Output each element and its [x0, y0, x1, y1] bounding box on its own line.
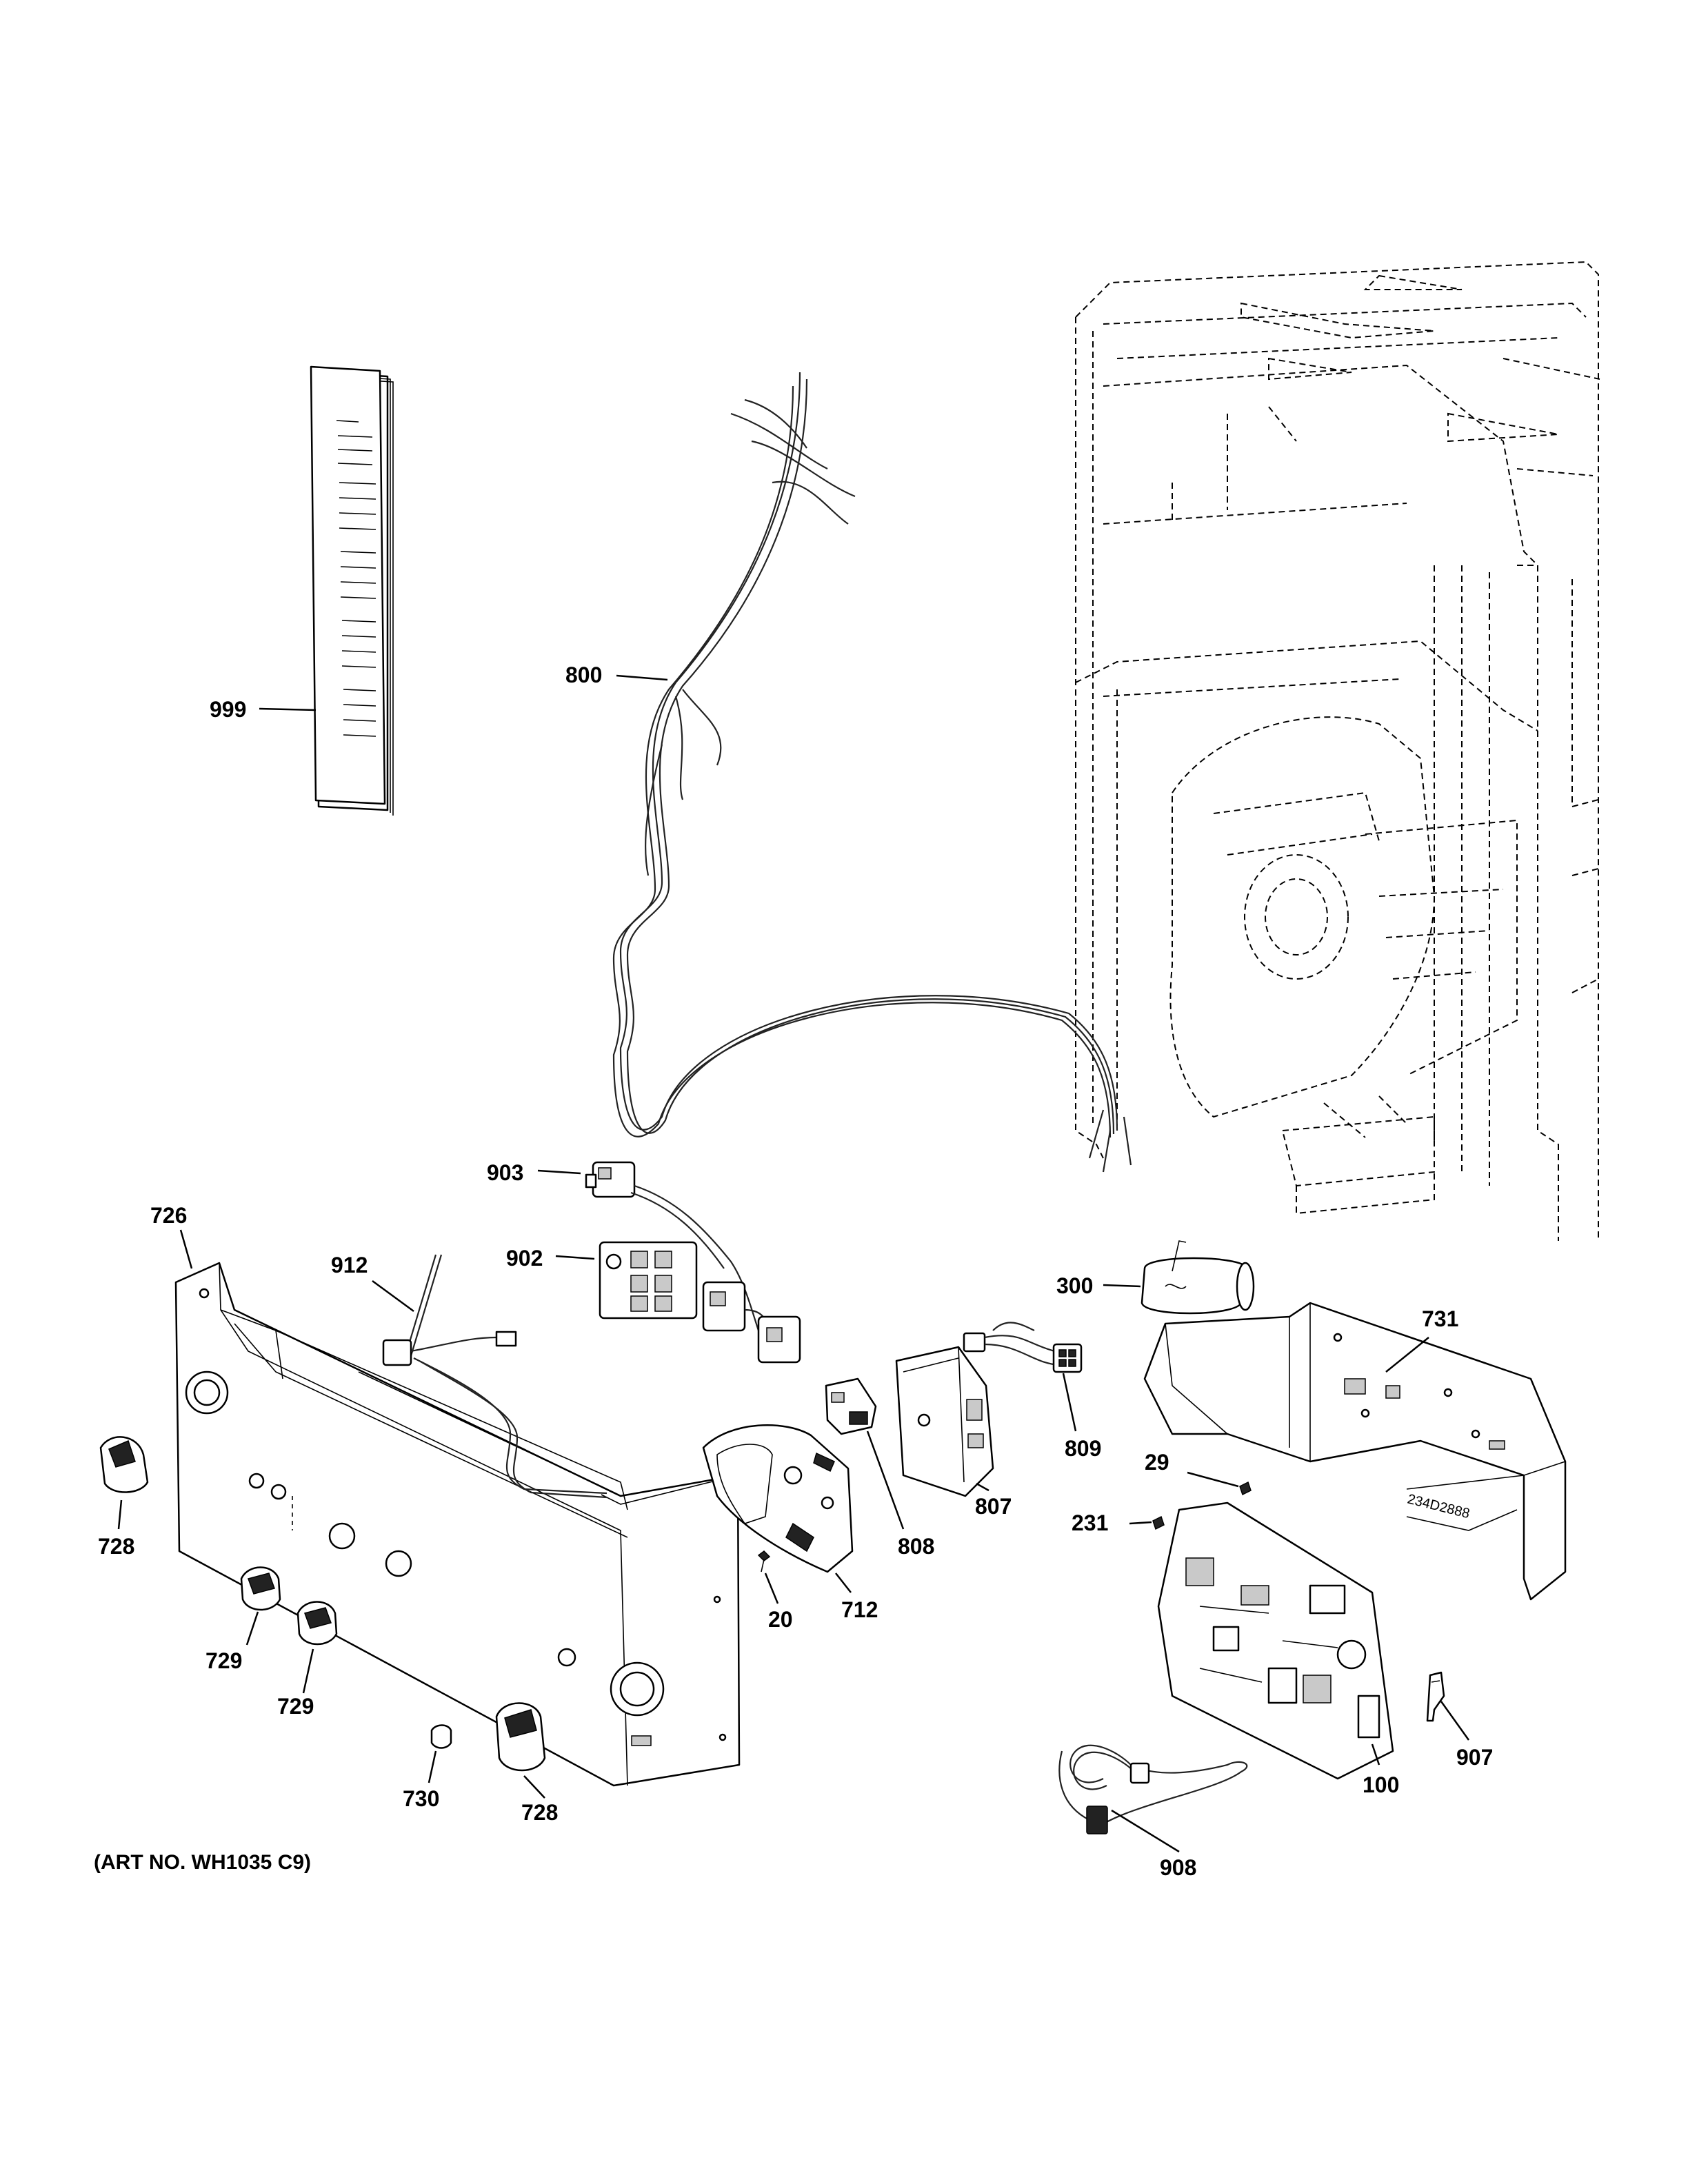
- callout-712: 712: [841, 1597, 878, 1622]
- capacitor-300: [1141, 1240, 1255, 1315]
- callout-729-lower: 729: [277, 1694, 314, 1719]
- callout-800: 800: [565, 663, 602, 687]
- callout-809: 809: [1065, 1436, 1101, 1461]
- callout-730: 730: [403, 1786, 439, 1811]
- callout-729-upper: 729: [205, 1648, 242, 1673]
- wire-harness: [612, 372, 1132, 1173]
- knob-right-728: [495, 1702, 546, 1772]
- knob-729-upper: [240, 1566, 281, 1611]
- knob-cap-730: [430, 1724, 452, 1749]
- callout-100: 100: [1363, 1772, 1399, 1797]
- switch-808: [825, 1377, 877, 1435]
- harness-809: [963, 1322, 1083, 1373]
- leader-lines: [117, 674, 1470, 1853]
- callout-728-left: 728: [98, 1534, 134, 1559]
- callout-231: 231: [1072, 1510, 1108, 1535]
- callout-731: 731: [1422, 1306, 1458, 1331]
- callout-999: 999: [210, 697, 246, 722]
- knob-left-728: [99, 1436, 149, 1493]
- callout-300: 300: [1056, 1273, 1093, 1298]
- callout-907: 907: [1456, 1745, 1493, 1770]
- cabinet-frame: [1075, 261, 1600, 1241]
- callout-903: 903: [487, 1160, 523, 1185]
- callout-908: 908: [1160, 1855, 1196, 1880]
- light-harness: [382, 1254, 607, 1499]
- callout-726: 726: [150, 1203, 187, 1228]
- selector-switches: [585, 1161, 801, 1364]
- screw-29: [1239, 1481, 1252, 1496]
- screw-20: [757, 1550, 771, 1573]
- sensor-907: [1426, 1671, 1445, 1722]
- screw-231: [1152, 1515, 1165, 1530]
- callout-807: 807: [975, 1494, 1012, 1519]
- control-panel: [174, 1262, 741, 1787]
- control-board-100: [1157, 1502, 1394, 1780]
- timer-807: [895, 1346, 994, 1497]
- callout-808: 808: [898, 1534, 934, 1559]
- callout-labels: 999 800 903 902 726 912 728 729 729 730 …: [98, 663, 1493, 1880]
- callout-728-right: 728: [521, 1800, 558, 1825]
- callout-29: 29: [1145, 1450, 1169, 1475]
- literature-booklet: [310, 365, 394, 816]
- callout-902: 902: [506, 1246, 543, 1271]
- callout-912: 912: [331, 1253, 368, 1277]
- knob-729-lower: [297, 1601, 338, 1646]
- mounting-bracket-712: [702, 1424, 854, 1573]
- board-marking: 234D2888: [1406, 1492, 1471, 1522]
- harness-908: [1058, 1744, 1248, 1834]
- callout-20: 20: [768, 1607, 793, 1632]
- art-number-note: (ART NO. WH1035 C9): [94, 1851, 312, 1874]
